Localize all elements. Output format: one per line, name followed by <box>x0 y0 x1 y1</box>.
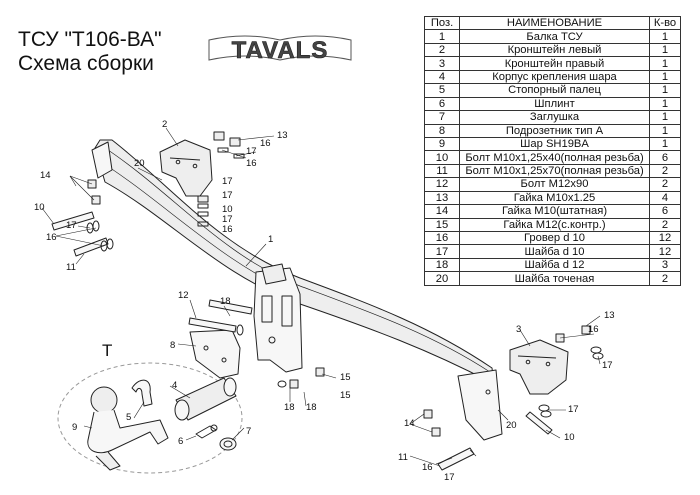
cell-qty: 4 <box>649 190 681 206</box>
cell-name: Шар SH19BA <box>459 136 650 152</box>
callout-label: 11 <box>398 452 408 463</box>
callout-label: 16 <box>222 224 233 235</box>
callout-label: 10 <box>564 432 575 443</box>
center-mount <box>253 263 303 373</box>
cotter-pin <box>195 424 218 439</box>
callout-label: 7 <box>246 426 251 437</box>
towball-group-ellipse <box>57 362 243 474</box>
callout-label: 18 <box>306 402 317 413</box>
callout-label: 13 <box>604 310 615 321</box>
callout-label: 16 <box>260 138 271 149</box>
callout-label: 4 <box>172 380 177 391</box>
callout-label: 11 <box>66 262 76 273</box>
callout-label: 14 <box>404 418 415 429</box>
callout-label: 12 <box>178 290 189 301</box>
cell-name: Кронштейн правый <box>459 56 650 71</box>
bolts-left-bracket <box>197 131 245 227</box>
callout-label: 17 <box>444 472 455 483</box>
callout-label: 9 <box>72 422 77 433</box>
plug-cap <box>219 437 237 451</box>
callout-label: 2 <box>162 119 167 130</box>
towball <box>87 386 169 471</box>
callout-label: 17 <box>568 404 579 415</box>
cell-name: Шайба точеная <box>459 271 650 286</box>
callout-label: 17 <box>222 190 233 201</box>
callout-label: 17 <box>66 220 77 231</box>
tow-beam <box>91 139 503 441</box>
stop-pin <box>131 379 153 407</box>
cell-qty: 12 <box>649 230 681 246</box>
ball-housing <box>174 377 237 421</box>
t-label: T <box>102 341 112 360</box>
cell-qty: 6 <box>649 150 681 165</box>
cell-qty: 12 <box>649 244 681 259</box>
callout-label: 1 <box>268 234 273 245</box>
title-line-2: Схема сборки <box>18 52 154 75</box>
title-line-1: ТСУ "Т106-ВА" <box>18 28 162 51</box>
cell-num: 17 <box>424 244 460 259</box>
leader-lines <box>41 127 601 467</box>
callout-label: 15 <box>340 372 351 383</box>
callout-label: 17 <box>602 360 613 371</box>
cell-name: Кронштейн левый <box>459 42 650 58</box>
callout-label: 3 <box>516 324 521 335</box>
callout-label: 8 <box>170 340 175 351</box>
callout-label: 20 <box>506 420 517 431</box>
tavals-logo: TAVALS <box>208 35 352 64</box>
callout-label: 18 <box>284 402 295 413</box>
callout-label: 17 <box>246 146 257 157</box>
callout-label: 20 <box>134 158 145 169</box>
callout-label: 10 <box>34 202 45 213</box>
bolts-left <box>51 179 114 257</box>
cell-num: 20 <box>424 271 460 286</box>
logo-text: TAVALS <box>232 37 329 64</box>
callout-label: 16 <box>246 158 257 169</box>
left-bracket <box>159 139 213 197</box>
bolts-center <box>188 299 325 389</box>
cell-name: Стопорный палец <box>459 83 650 98</box>
cell-num: 10 <box>424 150 460 165</box>
callout-label: 17 <box>222 214 233 225</box>
callout-label: 17 <box>222 176 233 187</box>
cell-qty: 2 <box>649 271 681 286</box>
callout-label: 16 <box>422 462 433 473</box>
callout-label: 16 <box>46 232 57 243</box>
callout-label: 5 <box>126 412 131 423</box>
header-qty: К-во <box>649 15 681 31</box>
diagram-title: ТСУ "Т106-ВА" Схема сборки <box>18 28 162 76</box>
callout-label: 13 <box>277 130 288 141</box>
callout-label: 18 <box>220 296 231 307</box>
callout-label: 15 <box>340 390 351 401</box>
callout-layer: 1220131617161717101716141017161112188181… <box>34 119 615 483</box>
callout-label: 6 <box>178 436 183 447</box>
right-bracket <box>509 339 569 395</box>
callout-label: 10 <box>222 204 233 215</box>
callout-label: 14 <box>40 170 51 181</box>
bolts-right <box>423 325 604 471</box>
callout-label: 16 <box>588 324 599 335</box>
cell-name: Болт М10х1,25х40(полная резьба) <box>459 150 650 165</box>
cell-name: Гайка М10(штатная) <box>459 204 650 219</box>
